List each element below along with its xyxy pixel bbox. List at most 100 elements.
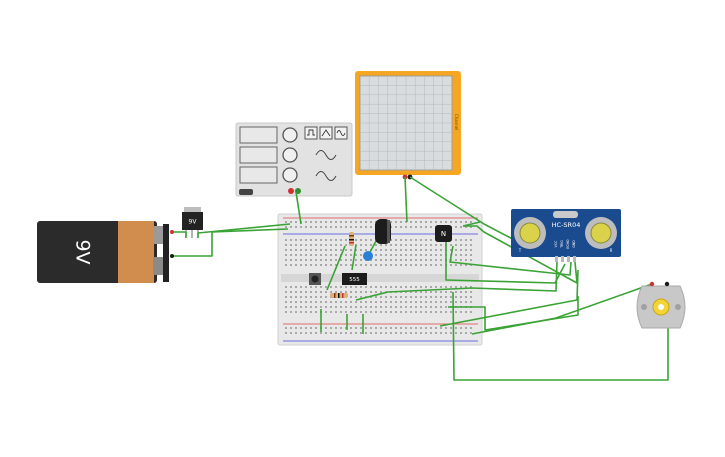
ceramic-capacitor[interactable] bbox=[363, 251, 373, 261]
breadboard-hole[interactable] bbox=[305, 301, 307, 303]
breadboard-hole[interactable] bbox=[405, 311, 407, 313]
breadboard-hole[interactable] bbox=[365, 249, 367, 251]
breadboard-hole[interactable] bbox=[320, 226, 322, 228]
breadboard-hole[interactable] bbox=[325, 226, 327, 228]
breadboard-hole[interactable] bbox=[460, 296, 462, 298]
breadboard-hole[interactable] bbox=[315, 226, 317, 228]
wire[interactable] bbox=[172, 231, 187, 238]
breadboard-hole[interactable] bbox=[300, 249, 302, 251]
breadboard-hole[interactable] bbox=[310, 332, 312, 334]
breadboard-hole[interactable] bbox=[465, 221, 467, 223]
breadboard-hole[interactable] bbox=[300, 311, 302, 313]
breadboard-hole[interactable] bbox=[425, 226, 427, 228]
breadboard-hole[interactable] bbox=[440, 306, 442, 308]
breadboard-hole[interactable] bbox=[310, 327, 312, 329]
breadboard-hole[interactable] bbox=[390, 327, 392, 329]
breadboard-hole[interactable] bbox=[415, 296, 417, 298]
breadboard-hole[interactable] bbox=[405, 286, 407, 288]
breadboard-hole[interactable] bbox=[340, 221, 342, 223]
breadboard-hole[interactable] bbox=[295, 249, 297, 251]
breadboard-hole[interactable] bbox=[400, 327, 402, 329]
breadboard-hole[interactable] bbox=[365, 226, 367, 228]
breadboard-hole[interactable] bbox=[305, 259, 307, 261]
breadboard-hole[interactable] bbox=[395, 221, 397, 223]
breadboard-hole[interactable] bbox=[390, 221, 392, 223]
breadboard-hole[interactable] bbox=[320, 249, 322, 251]
breadboard-hole[interactable] bbox=[295, 291, 297, 293]
breadboard-hole[interactable] bbox=[470, 254, 472, 256]
breadboard-hole[interactable] bbox=[420, 332, 422, 334]
breadboard-hole[interactable] bbox=[390, 306, 392, 308]
breadboard-hole[interactable] bbox=[285, 249, 287, 251]
breadboard-hole[interactable] bbox=[385, 254, 387, 256]
breadboard-hole[interactable] bbox=[425, 327, 427, 329]
breadboard-hole[interactable] bbox=[300, 301, 302, 303]
breadboard-hole[interactable] bbox=[285, 264, 287, 266]
breadboard-hole[interactable] bbox=[405, 264, 407, 266]
breadboard-hole[interactable] bbox=[310, 264, 312, 266]
breadboard-hole[interactable] bbox=[435, 332, 437, 334]
breadboard-hole[interactable] bbox=[395, 327, 397, 329]
breadboard-hole[interactable] bbox=[370, 291, 372, 293]
breadboard-hole[interactable] bbox=[320, 239, 322, 241]
sensor-pin-gnd[interactable] bbox=[573, 256, 576, 262]
breadboard-hole[interactable] bbox=[425, 291, 427, 293]
breadboard-hole[interactable] bbox=[305, 296, 307, 298]
breadboard-hole[interactable] bbox=[455, 332, 457, 334]
breadboard-hole[interactable] bbox=[335, 291, 337, 293]
breadboard-hole[interactable] bbox=[430, 259, 432, 261]
breadboard-hole[interactable] bbox=[430, 332, 432, 334]
breadboard-hole[interactable] bbox=[335, 239, 337, 241]
breadboard-hole[interactable] bbox=[365, 301, 367, 303]
breadboard-hole[interactable] bbox=[290, 254, 292, 256]
breadboard-hole[interactable] bbox=[455, 254, 457, 256]
breadboard-hole[interactable] bbox=[435, 296, 437, 298]
breadboard-hole[interactable] bbox=[425, 311, 427, 313]
triangle-wave-button[interactable] bbox=[319, 126, 333, 140]
breadboard-hole[interactable] bbox=[460, 239, 462, 241]
breadboard-hole[interactable] bbox=[410, 286, 412, 288]
dc-motor[interactable] bbox=[636, 281, 686, 329]
breadboard-hole[interactable] bbox=[470, 249, 472, 251]
breadboard-hole[interactable] bbox=[305, 291, 307, 293]
breadboard-hole[interactable] bbox=[405, 296, 407, 298]
breadboard-hole[interactable] bbox=[315, 249, 317, 251]
breadboard-hole[interactable] bbox=[330, 327, 332, 329]
breadboard-hole[interactable] bbox=[290, 327, 292, 329]
breadboard-hole[interactable] bbox=[325, 332, 327, 334]
breadboard-hole[interactable] bbox=[335, 221, 337, 223]
breadboard-hole[interactable] bbox=[345, 332, 347, 334]
breadboard-hole[interactable] bbox=[365, 327, 367, 329]
wire[interactable] bbox=[449, 245, 572, 276]
breadboard-hole[interactable] bbox=[290, 264, 292, 266]
breadboard-hole[interactable] bbox=[350, 332, 352, 334]
breadboard-hole[interactable] bbox=[425, 286, 427, 288]
breadboard-hole[interactable] bbox=[370, 306, 372, 308]
wire[interactable] bbox=[172, 228, 289, 257]
breadboard-hole[interactable] bbox=[455, 226, 457, 228]
breadboard-hole[interactable] bbox=[375, 264, 377, 266]
breadboard-hole[interactable] bbox=[335, 254, 337, 256]
breadboard-hole[interactable] bbox=[435, 301, 437, 303]
breadboard-hole[interactable] bbox=[295, 226, 297, 228]
breadboard-hole[interactable] bbox=[450, 301, 452, 303]
breadboard-hole[interactable] bbox=[305, 311, 307, 313]
breadboard-hole[interactable] bbox=[470, 296, 472, 298]
breadboard-hole[interactable] bbox=[375, 259, 377, 261]
breadboard-hole[interactable] bbox=[390, 244, 392, 246]
breadboard-hole[interactable] bbox=[325, 306, 327, 308]
breadboard-hole[interactable] bbox=[415, 259, 417, 261]
breadboard-hole[interactable] bbox=[380, 244, 382, 246]
breadboard-hole[interactable] bbox=[290, 301, 292, 303]
breadboard-hole[interactable] bbox=[290, 332, 292, 334]
breadboard-hole[interactable] bbox=[410, 254, 412, 256]
breadboard-hole[interactable] bbox=[370, 327, 372, 329]
breadboard-hole[interactable] bbox=[315, 291, 317, 293]
breadboard-hole[interactable] bbox=[370, 311, 372, 313]
breadboard-hole[interactable] bbox=[340, 301, 342, 303]
breadboard-hole[interactable] bbox=[295, 332, 297, 334]
breadboard-hole[interactable] bbox=[455, 259, 457, 261]
breadboard-hole[interactable] bbox=[350, 226, 352, 228]
breadboard-hole[interactable] bbox=[390, 254, 392, 256]
